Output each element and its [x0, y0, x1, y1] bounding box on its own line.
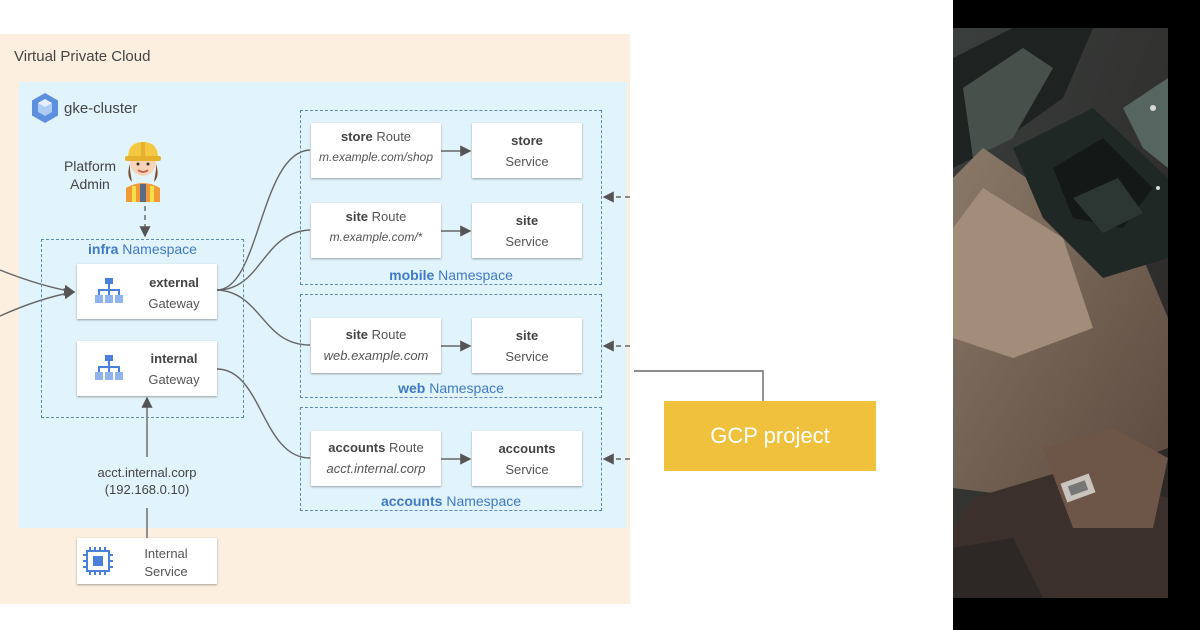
infra-namespace-label: infra Namespace	[41, 241, 244, 257]
web-namespace-name: web	[398, 380, 426, 396]
platform-admin-line2: Admin	[70, 176, 110, 192]
mobile-namespace-name: mobile	[389, 267, 435, 283]
internal-gateway-card[interactable]: internal Gateway	[77, 341, 217, 396]
mobile-site-route-type: Route	[368, 209, 407, 224]
web-namespace	[300, 294, 602, 398]
internal-service-label: Internal Service	[121, 545, 211, 581]
web-site-route-name: site	[345, 327, 369, 342]
accounts-route-card[interactable]: accounts Route acct.internal.corp	[311, 431, 441, 486]
infra-namespace-name: infra	[88, 241, 119, 257]
web-site-service-card[interactable]: site Service	[472, 318, 582, 373]
web-site-route-card[interactable]: site Route web.example.com	[311, 318, 441, 373]
internal-address-ip: (192.168.0.10)	[104, 482, 190, 497]
photo-frame-bottom	[953, 598, 1200, 630]
gateway-hierarchy-icon	[95, 278, 123, 303]
mobile-site-service-card[interactable]: site Service	[472, 203, 582, 258]
mobile-site-route-card[interactable]: site Route m.example.com/*	[311, 203, 441, 258]
platform-admin-line1: Platform	[63, 158, 117, 174]
mobile-namespace-label: mobile Namespace	[300, 267, 602, 283]
external-gateway-type: Gateway	[148, 296, 200, 311]
web-site-route-host: web.example.com	[323, 348, 429, 363]
web-site-service-type: Service	[505, 349, 549, 364]
mobile-site-service-type: Service	[505, 234, 549, 249]
external-gateway-name: external	[149, 275, 199, 290]
accounts-service-name: accounts	[498, 441, 556, 456]
photo-frame-top	[953, 0, 1200, 28]
accounts-namespace	[300, 407, 602, 511]
web-namespace-label: web Namespace	[300, 380, 602, 396]
web-site-route-type: Route	[368, 327, 407, 342]
gcp-project-box[interactable]: GCP project	[664, 401, 876, 471]
store-route-host: m.example.com/shop	[318, 150, 434, 164]
vpc-title: Virtual Private Cloud	[14, 48, 151, 65]
mobile-namespace-suffix: Namespace	[434, 267, 513, 283]
internal-service-line2: Service	[144, 564, 188, 579]
store-route-card[interactable]: store Route m.example.com/shop	[311, 123, 441, 178]
construction-worker-icon	[125, 142, 161, 202]
cluster-title: gke-cluster	[64, 100, 138, 117]
store-service-card[interactable]: store Service	[472, 123, 582, 178]
internal-service-line1: Internal	[144, 546, 188, 561]
internal-address-host: acct.internal.corp	[97, 465, 197, 480]
compute-chip-icon	[83, 547, 113, 575]
accounts-namespace-name: accounts	[380, 493, 443, 509]
store-route-name: store	[340, 129, 373, 144]
infra-namespace	[41, 239, 244, 418]
store-service-type: Service	[505, 154, 549, 169]
mobile-site-service-name: site	[515, 213, 539, 228]
aerial-building-photo	[953, 28, 1168, 598]
web-namespace-suffix: Namespace	[425, 380, 504, 396]
kubernetes-cube-icon	[32, 93, 58, 123]
accounts-route-host: acct.internal.corp	[326, 461, 426, 476]
aerial-building-illustration	[953, 28, 1168, 598]
accounts-namespace-suffix: Namespace	[442, 493, 522, 509]
internal-gateway-type: Gateway	[148, 372, 200, 387]
accounts-namespace-label: accounts Namespace	[300, 493, 602, 509]
mobile-namespace	[300, 110, 602, 285]
gateway-hierarchy-icon	[95, 355, 123, 380]
store-route-type: Route	[372, 129, 412, 144]
mobile-site-route-host: m.example.com/*	[329, 230, 423, 244]
photo-frame-right	[1168, 0, 1200, 630]
mobile-site-route-name: site	[345, 209, 369, 224]
accounts-route-type: Route	[385, 440, 424, 455]
internal-address: acct.internal.corp (192.168.0.10)	[62, 464, 232, 498]
web-site-service-name: site	[515, 328, 539, 343]
platform-admin-label: Platform Admin	[52, 157, 128, 193]
external-gateway-card[interactable]: external Gateway	[77, 264, 217, 319]
internal-gateway-name: internal	[150, 351, 198, 366]
accounts-route-name: accounts	[328, 440, 386, 455]
internal-service-card[interactable]: Internal Service	[77, 538, 217, 584]
accounts-service-card[interactable]: accounts Service	[472, 431, 582, 486]
store-service-name: store	[511, 133, 543, 148]
infra-namespace-suffix: Namespace	[118, 241, 197, 257]
accounts-service-type: Service	[505, 462, 549, 477]
